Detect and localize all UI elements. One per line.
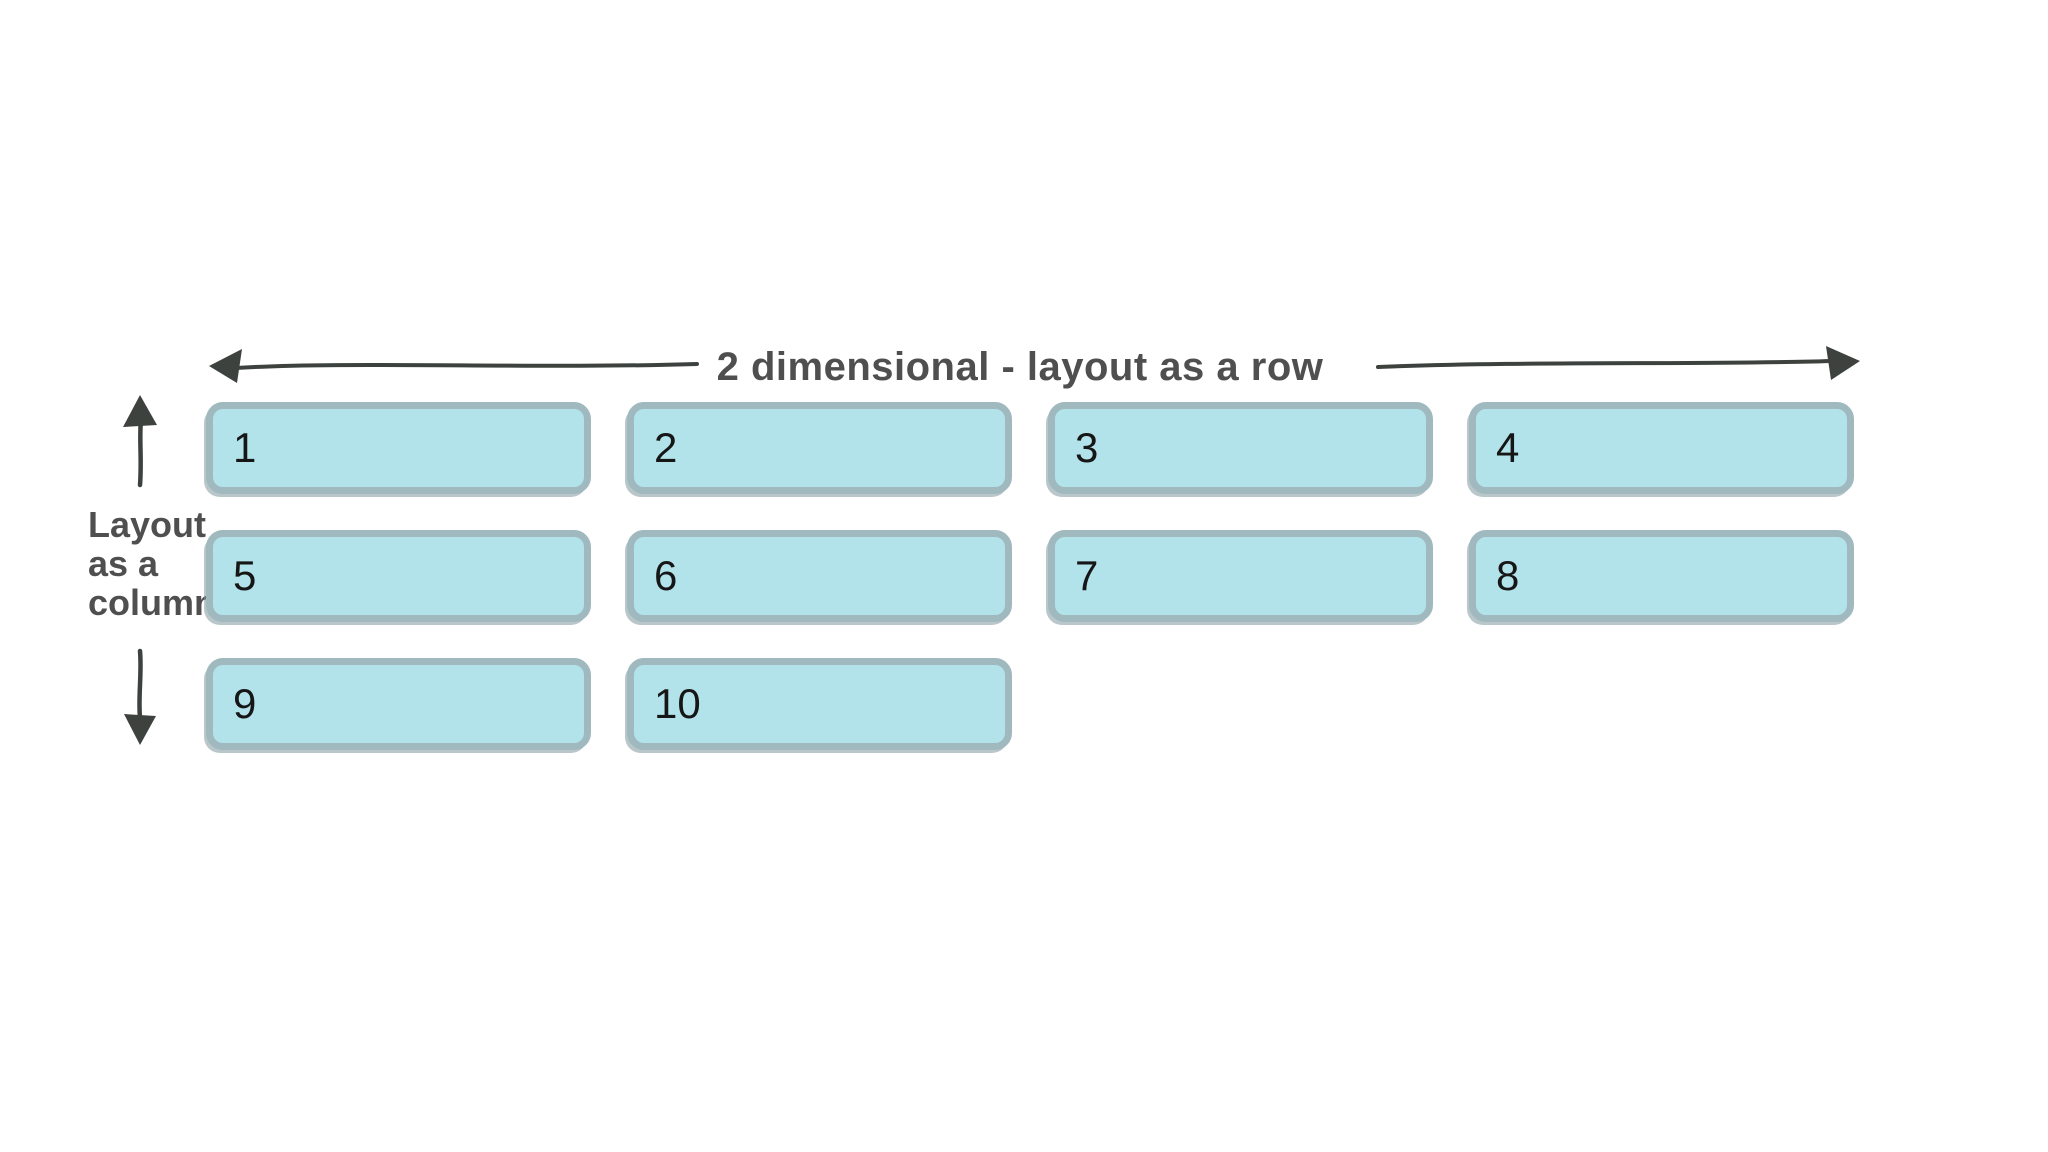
- box-number: 3: [1075, 424, 1099, 471]
- grid-box-3: 3: [1048, 402, 1433, 494]
- grid-box-5: 5: [206, 530, 591, 622]
- box-number: 10: [654, 680, 701, 727]
- row-arrow-left-icon: [209, 349, 699, 383]
- grid-box-10: 10: [627, 658, 1012, 750]
- grid-box-6: 6: [627, 530, 1012, 622]
- layout-grid: 1 2 3 4 5 6 7 8 9 10: [206, 402, 1854, 750]
- column-axis-label: Layout as a column: [88, 505, 216, 622]
- column-axis-label-line: column: [88, 582, 217, 623]
- grid-box-1: 1: [206, 402, 591, 494]
- row-axis-title: 2 dimensional - layout as a row: [716, 345, 1324, 389]
- column-axis-label-line: as a: [88, 543, 159, 584]
- box-number: 4: [1496, 424, 1520, 471]
- box-number: 9: [233, 680, 257, 727]
- column-arrow-up-icon: [123, 395, 157, 488]
- box-number: 2: [654, 424, 678, 471]
- box-number: 8: [1496, 552, 1520, 599]
- box-number: 7: [1075, 552, 1099, 599]
- row-arrow-right-icon: [1376, 346, 1860, 380]
- grid-box-4: 4: [1469, 402, 1854, 494]
- box-number: 1: [233, 424, 257, 471]
- grid-box-8: 8: [1469, 530, 1854, 622]
- column-axis-label-line: Layout: [88, 504, 207, 545]
- box-number: 5: [233, 552, 257, 599]
- box-number: 6: [654, 552, 678, 599]
- grid-box-2: 2: [627, 402, 1012, 494]
- column-arrow-down-icon: [124, 648, 156, 745]
- grid-box-9: 9: [206, 658, 591, 750]
- grid-box-7: 7: [1048, 530, 1433, 622]
